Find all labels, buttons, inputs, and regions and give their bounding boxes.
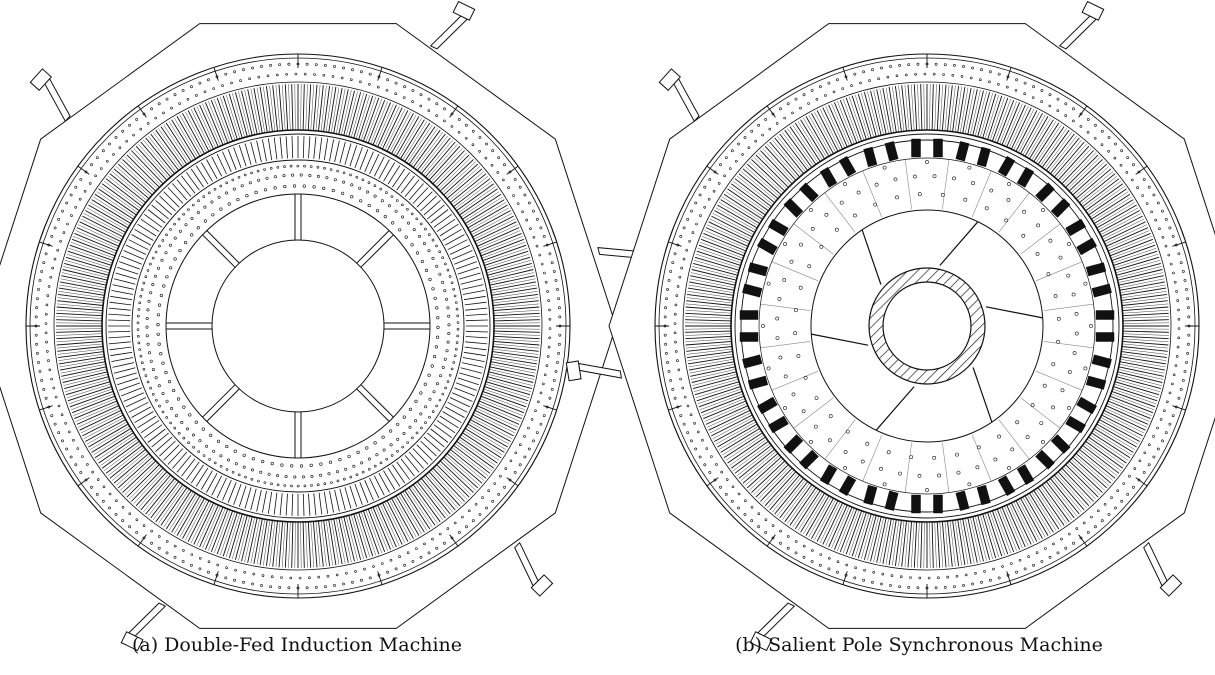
stator-bore-ring	[101, 129, 495, 523]
frame-lifting-lugs	[565, 0, 1183, 652]
stator-yoke-ring	[53, 81, 543, 571]
rotor-spider-arms	[811, 221, 1043, 431]
rotor-rim-outer	[758, 157, 1096, 495]
stator-slot-lines	[56, 84, 540, 568]
rotor-bolt-ring-3	[156, 184, 440, 468]
rotor-slot-lines	[108, 136, 488, 516]
rotor-rim-bolts-1	[775, 174, 1079, 478]
air-gap-ring	[734, 133, 1120, 519]
stator-bolt-ring-outer	[663, 62, 1191, 590]
salient-pole-synchronous-machine-drawing	[565, 0, 1215, 652]
rotor-bolt-ring-1	[136, 164, 460, 488]
rotor-arms	[166, 194, 430, 458]
air-gap-ring	[105, 133, 491, 519]
stator-slot-lines	[685, 84, 1169, 568]
stator-yoke-ring	[682, 81, 1172, 571]
shaft-bore	[882, 281, 972, 371]
caption-a: (a) Double-Fed Induction Machine	[131, 634, 463, 656]
rotor-pole-tip-ring	[740, 139, 1114, 513]
caption-b: (b) Salient Pole Synchronous Machine	[735, 634, 1103, 656]
stator-bolt-ring-outer	[34, 62, 562, 590]
stator-tooth-lines	[684, 83, 1170, 569]
rotor-bolt-ring-2	[145, 173, 451, 479]
rotor-rim-bolts-2	[793, 192, 1061, 460]
stator-tooth-lines	[55, 83, 541, 569]
stator-bore-ring	[730, 129, 1124, 523]
rotor-poles	[739, 138, 1115, 514]
stator-bolt-ring-mid	[673, 72, 1181, 580]
rotor-spider-ring	[810, 209, 1044, 443]
rotor-rim-ring	[165, 193, 431, 459]
stator-segment-lines	[655, 54, 1199, 598]
rotor-winding-ring	[131, 159, 465, 493]
pole-separator-lines	[760, 159, 1094, 493]
double-fed-induction-machine-drawing	[0, 0, 655, 652]
rotor-hub	[211, 239, 385, 413]
stator-segment-lines	[26, 54, 570, 598]
stator-bolt-ring-mid	[44, 72, 552, 580]
